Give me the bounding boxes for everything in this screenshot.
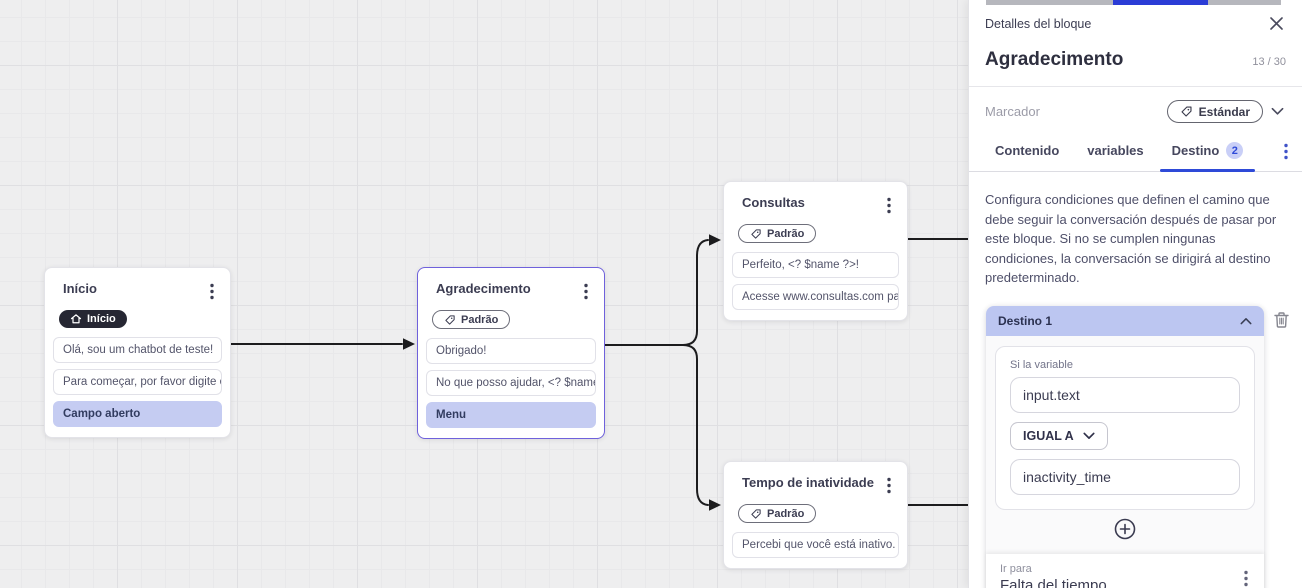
tabs-menu-button[interactable] bbox=[1282, 141, 1290, 162]
flow-node-inicio[interactable]: Início Início Olá, sou um chatbot de tes… bbox=[44, 267, 231, 438]
node-type-badge: Padrão bbox=[738, 504, 817, 523]
badge-label: Padrão bbox=[767, 507, 805, 520]
tag-icon bbox=[751, 228, 761, 239]
destination-title: Destino 1 bbox=[998, 313, 1053, 328]
badge-label: Padrão bbox=[767, 227, 805, 240]
node-title: Agradecimento bbox=[436, 281, 531, 296]
arrowhead-icon bbox=[403, 338, 415, 350]
trash-icon bbox=[1274, 311, 1289, 328]
node-menu-button[interactable] bbox=[885, 195, 893, 216]
node-title: Consultas bbox=[742, 195, 805, 210]
chevron-up-icon bbox=[1240, 317, 1252, 324]
node-menu-button[interactable] bbox=[885, 475, 893, 496]
destination-description: Configura condiciones que definen el cam… bbox=[985, 192, 1277, 285]
tag-icon bbox=[445, 314, 455, 325]
plus-circle-icon bbox=[1114, 518, 1136, 539]
node-menu-button[interactable] bbox=[208, 281, 216, 302]
kebab-icon bbox=[210, 283, 214, 300]
kebab-icon bbox=[584, 283, 588, 300]
node-message-row[interactable]: Olá, sou um chatbot de teste! bbox=[53, 337, 222, 363]
arrowhead-icon bbox=[709, 499, 721, 511]
badge-label: Padrão bbox=[461, 313, 499, 326]
variable-input[interactable] bbox=[1010, 376, 1240, 413]
operator-select[interactable]: IGUAL A bbox=[1010, 421, 1108, 450]
kebab-icon bbox=[1244, 570, 1248, 586]
block-details-panel: Detalles del bloque Agradecimento 13 / 3… bbox=[968, 0, 1302, 588]
tab-label: variables bbox=[1087, 143, 1144, 158]
node-menu-button[interactable] bbox=[582, 281, 590, 302]
char-counter: 13 / 30 bbox=[1252, 56, 1286, 68]
block-name[interactable]: Agradecimento bbox=[985, 49, 1124, 70]
add-condition-button[interactable] bbox=[1114, 518, 1136, 540]
node-type-badge: Padrão bbox=[432, 310, 511, 329]
node-type-badge: Início bbox=[59, 310, 127, 328]
condition-label: Si la variable bbox=[1010, 358, 1073, 371]
goto-menu-button[interactable] bbox=[1242, 568, 1250, 588]
tab-destino[interactable]: Destino 2 bbox=[1158, 132, 1258, 172]
destination-group: Destino 1 Si la variable IGUAL A bbox=[986, 305, 1264, 588]
node-type-badge: Padrão bbox=[738, 224, 817, 243]
close-icon bbox=[1270, 17, 1283, 30]
node-title: Início bbox=[63, 281, 97, 296]
chevron-down-icon bbox=[1271, 107, 1284, 115]
kebab-icon bbox=[1284, 143, 1288, 160]
panel-tabs: Contenido variables Destino 2 bbox=[969, 132, 1302, 172]
tag-icon bbox=[751, 508, 761, 519]
flow-canvas[interactable]: Início Início Olá, sou um chatbot de tes… bbox=[0, 0, 968, 588]
destination-header[interactable]: Destino 1 bbox=[986, 305, 1264, 336]
top-progress-strip-active bbox=[1113, 0, 1208, 5]
marker-input[interactable] bbox=[985, 104, 1105, 119]
tab-label: Destino bbox=[1171, 143, 1220, 158]
chevron-down-icon bbox=[1083, 432, 1095, 439]
node-message-row[interactable]: No que posso ajudar, <? $name ... bbox=[426, 370, 596, 396]
tab-contenido[interactable]: Contenido bbox=[981, 133, 1073, 170]
tag-dropdown-button[interactable] bbox=[1269, 105, 1286, 118]
close-button[interactable] bbox=[1267, 14, 1286, 33]
flow-node-consultas[interactable]: Consultas Padrão Perfeito, <? $name ?>! … bbox=[723, 181, 908, 321]
tab-count-badge: 2 bbox=[1226, 142, 1244, 159]
node-output-row[interactable]: Menu bbox=[426, 402, 596, 428]
goto-label: Ir para bbox=[1000, 562, 1032, 575]
node-message-row[interactable]: Para começar, por favor digite o ... bbox=[53, 369, 222, 395]
node-message-row[interactable]: Perfeito, <? $name ?>! bbox=[732, 252, 899, 278]
condition-card: Si la variable IGUAL A bbox=[995, 345, 1255, 510]
goto-value[interactable]: Falta del tiempo bbox=[1000, 576, 1107, 588]
home-icon bbox=[70, 314, 82, 324]
tab-variables[interactable]: variables bbox=[1073, 133, 1157, 170]
flow-node-agradecimento[interactable]: Agradecimento Padrão Obrigado! No que po… bbox=[417, 267, 605, 439]
edge-agradecimento-tempo bbox=[604, 344, 709, 506]
node-output-row[interactable]: Campo aberto bbox=[53, 401, 222, 427]
panel-title: Detalles del bloque bbox=[985, 16, 1092, 31]
flow-node-tempo-inatividade[interactable]: Tempo de inatividade Padrão Percebi que … bbox=[723, 461, 908, 569]
top-progress-strip bbox=[986, 0, 1281, 5]
tab-label: Contenido bbox=[995, 143, 1060, 158]
compare-value-input[interactable] bbox=[1010, 458, 1240, 495]
kebab-icon bbox=[887, 197, 891, 214]
tag-selector-label: Estándar bbox=[1198, 104, 1250, 119]
badge-label: Início bbox=[87, 313, 116, 325]
arrowhead-icon bbox=[709, 234, 721, 246]
node-title: Tempo de inatividade bbox=[742, 475, 874, 490]
delete-destination-button[interactable] bbox=[1273, 311, 1290, 329]
kebab-icon bbox=[887, 477, 891, 494]
node-message-row[interactable]: Obrigado! bbox=[426, 338, 596, 364]
goto-section: Ir para Falta del tiempo bbox=[986, 553, 1264, 588]
node-message-row[interactable]: Percebi que você está inativo. C... bbox=[732, 532, 899, 558]
edge-agradecimento-consultas bbox=[604, 239, 709, 346]
tag-selector-pill[interactable]: Estándar bbox=[1166, 100, 1263, 123]
node-message-row[interactable]: Acesse www.consultas.com par... bbox=[732, 284, 899, 310]
operator-label: IGUAL A bbox=[1023, 428, 1074, 443]
tag-icon bbox=[1181, 106, 1192, 117]
